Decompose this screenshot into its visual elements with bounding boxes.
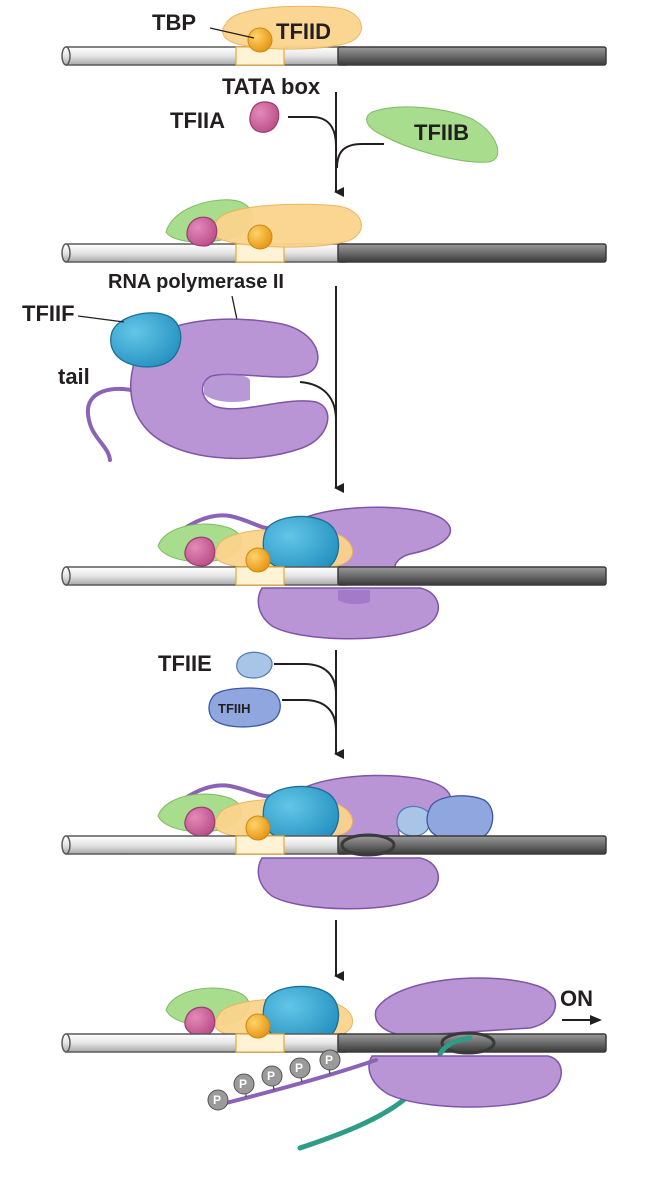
dna-strand (61, 1033, 607, 1053)
polymerase-ctd-tail (85, 387, 142, 462)
phosphate-p3: P (261, 1065, 283, 1087)
stage-2-complex (61, 199, 607, 263)
tfiih-label: TFIIH (218, 701, 251, 716)
rna-polymerase-ii (85, 318, 329, 462)
stage-1-tfiid-binding: TBP TFIID TATA box (61, 5, 607, 99)
phosphate-p2: P (233, 1073, 255, 1095)
stage-3-complex (61, 506, 607, 640)
tbp-label: TBP (152, 10, 196, 35)
phosphate-p4: P (289, 1057, 311, 1079)
stage-4-preinitiation-complex (61, 774, 607, 910)
tfiid-label: TFIID (276, 19, 331, 44)
tbp-leader (209, 27, 255, 39)
on-label: ON (560, 986, 593, 1011)
nascent-rna (297, 1095, 409, 1151)
phosphate-p1: P (207, 1089, 229, 1111)
transcription-bubble (340, 833, 396, 857)
dna-strand (61, 243, 607, 263)
svg-text:P: P (325, 1053, 333, 1067)
svg-text:P: P (295, 1061, 303, 1075)
rna-pol-ii-label: RNA polymerase II (108, 271, 284, 293)
tfiib-label: TFIIB (414, 120, 469, 145)
svg-text:P: P (213, 1093, 221, 1107)
dna-strand (61, 46, 607, 66)
step-3-arrow: TFIIE TFIIH (158, 650, 344, 759)
tata-box-label: TATA box (222, 74, 321, 99)
stage-5-transcription-on: P P P P P ON (61, 977, 607, 1151)
tfiia-protein (249, 101, 280, 133)
dna-strand (61, 835, 607, 855)
dna-strand (61, 566, 607, 586)
tfiie-label: TFIIE (158, 651, 212, 676)
step-1-arrow: TFIIA TFIIB (170, 92, 499, 197)
tfiia-label: TFIIA (170, 108, 225, 133)
tfiih-protein (208, 687, 281, 728)
tfiif-label: TFIIF (22, 301, 75, 326)
tail-label: tail (58, 364, 90, 389)
tbp-protein (247, 27, 273, 53)
step-2-arrow: RNA polymerase II TFIIF tail (22, 271, 344, 493)
tfiie-protein (236, 651, 273, 679)
phosphate-p5: P (319, 1049, 341, 1071)
tfiib-protein (366, 106, 499, 163)
tfiif-protein (110, 312, 182, 368)
phosphate-groups: P P P P P (207, 1049, 341, 1111)
phosphorylated-tail (212, 1058, 378, 1108)
svg-text:P: P (267, 1069, 275, 1083)
svg-text:P: P (239, 1077, 247, 1091)
